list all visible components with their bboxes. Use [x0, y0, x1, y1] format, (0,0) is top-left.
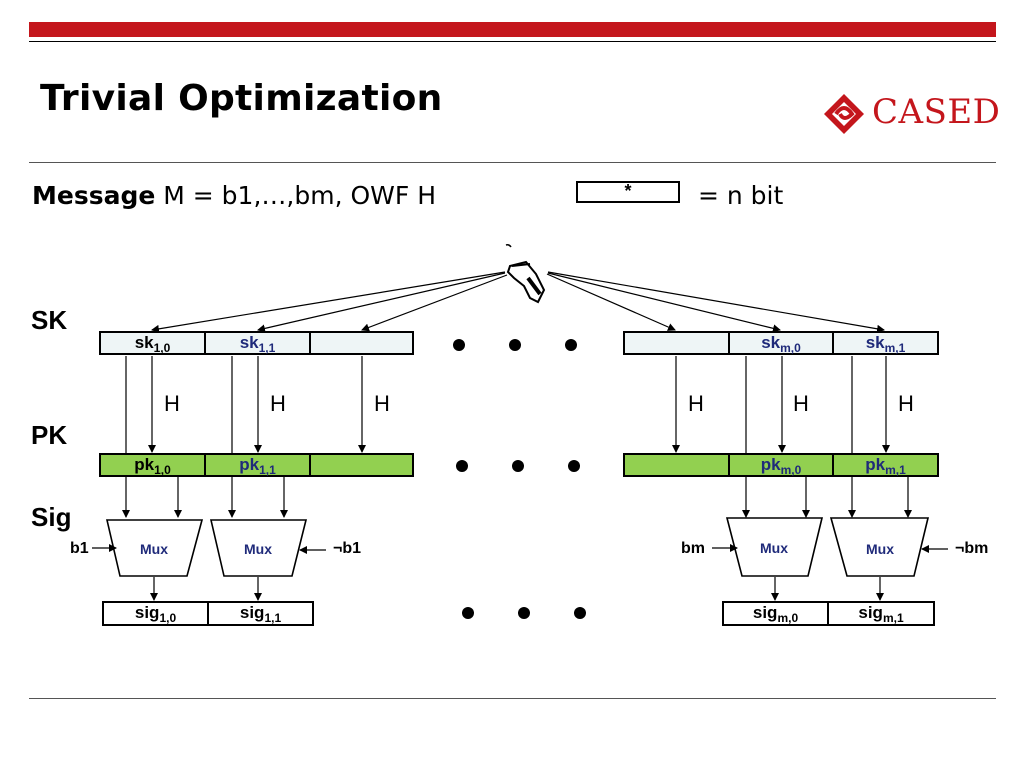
row-label-sig: Sig — [31, 502, 72, 532]
sk-cell: sk1,1 — [204, 331, 311, 355]
message-label: Message — [32, 181, 156, 210]
sk-cell: sk1,0 — [99, 331, 206, 355]
hash-label: H — [164, 391, 180, 416]
mux-to-sig-arrows — [150, 577, 884, 601]
top-rule — [29, 41, 996, 42]
cased-logo-icon — [824, 94, 864, 134]
hash-label: H — [898, 391, 914, 416]
ellipsis-dot — [512, 460, 524, 472]
hash-label: H — [793, 391, 809, 416]
footer-divider — [29, 698, 996, 699]
top-accent-bar — [29, 22, 996, 37]
row-label-pk: PK — [31, 420, 68, 450]
selector-label: ¬bm — [955, 540, 989, 557]
mux-label: Mux — [140, 541, 168, 557]
sk-cell — [309, 331, 414, 355]
slide-title: Trivial Optimization — [40, 78, 443, 119]
sk-to-mux-arrows — [122, 356, 856, 518]
pointing-hand-icon — [505, 244, 546, 304]
message-definition: M = b1,…,bm, OWF H — [155, 181, 436, 210]
sig-cell: sigm,1 — [827, 601, 935, 626]
mux-blocks — [105, 517, 930, 577]
selector-label: ¬b1 — [333, 540, 362, 557]
hash-arrows — [148, 356, 890, 453]
mux-label: Mux — [760, 540, 788, 556]
fan-out-arrows — [151, 271, 885, 333]
pk-cell: pkm,0 — [728, 453, 834, 477]
cased-logo: CASED — [822, 92, 1002, 142]
hash-label: H — [688, 391, 704, 416]
pk-to-mux-arrows — [174, 477, 912, 518]
sig-cell: sigm,0 — [722, 601, 829, 626]
selector-arrows — [92, 544, 948, 554]
mux-label: Mux — [244, 541, 272, 557]
ellipsis-dot — [565, 339, 577, 351]
pk-cell: pk1,0 — [99, 453, 206, 477]
ellipsis-dot — [456, 460, 468, 472]
sig-cell: sig1,0 — [102, 601, 209, 626]
logo-text: CASED — [872, 92, 1001, 132]
sig-cell: sig1,1 — [207, 601, 314, 626]
ellipsis-dot — [518, 607, 530, 619]
mux-m-0 — [725, 517, 824, 577]
mux-label: Mux — [866, 541, 894, 557]
message-line: Message M = b1,…,bm, OWF H — [32, 181, 436, 210]
mux-1-0 — [105, 519, 204, 577]
hash-label: H — [374, 391, 390, 416]
ellipsis-dot — [509, 339, 521, 351]
pk-cell: pkm,1 — [832, 453, 939, 477]
mux-m-1 — [829, 517, 930, 577]
selector-label: b1 — [70, 540, 89, 557]
block-size-description: = n bit — [698, 181, 784, 210]
hash-label: H — [270, 391, 286, 416]
pk-cell — [623, 453, 730, 477]
sk-cell — [623, 331, 730, 355]
header-divider — [29, 162, 996, 163]
block-symbol-box: * — [576, 181, 680, 203]
sk-cell: skm,0 — [728, 331, 834, 355]
mux-1-1 — [209, 519, 308, 577]
ellipsis-dot — [453, 339, 465, 351]
row-label-sk: SK — [31, 305, 68, 335]
selector-label: bm — [681, 540, 705, 557]
ellipsis-dot — [568, 460, 580, 472]
ellipsis-dot — [574, 607, 586, 619]
sk-cell: skm,1 — [832, 331, 939, 355]
pk-cell — [309, 453, 414, 477]
pk-cell: pk1,1 — [204, 453, 311, 477]
ellipsis-dot — [462, 607, 474, 619]
